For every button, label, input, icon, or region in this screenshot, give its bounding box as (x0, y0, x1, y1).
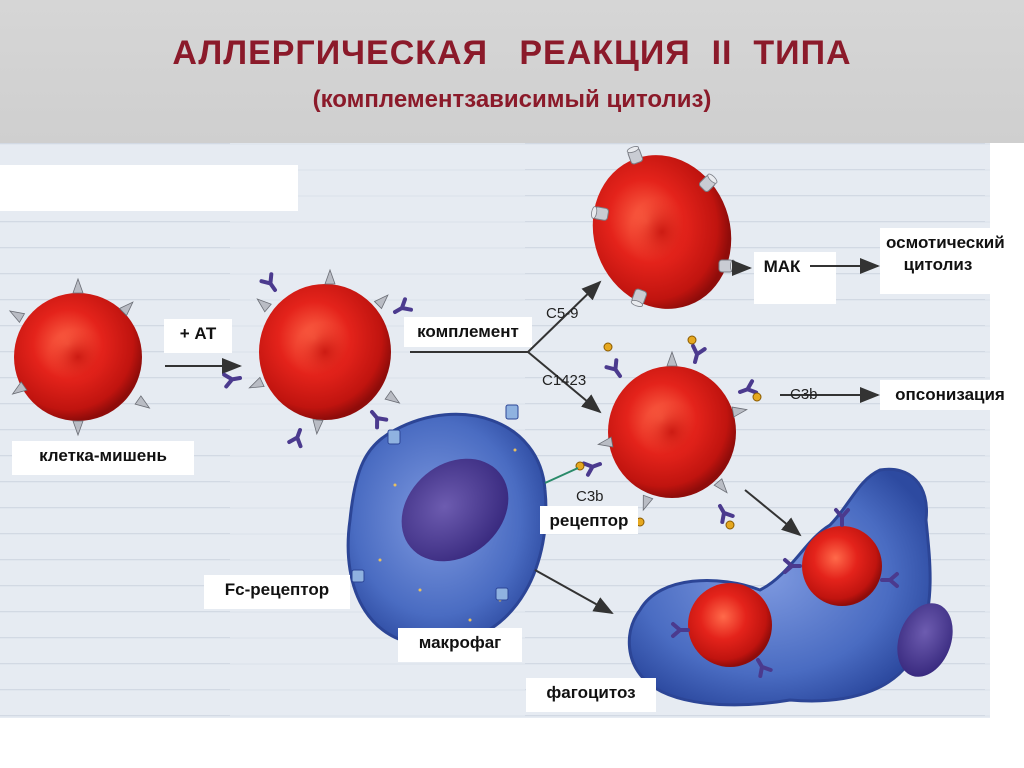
label-mak: МАК (754, 252, 810, 280)
complement-arrows (410, 280, 602, 414)
page-subtitle: (комплементзависимый цитолиз) (312, 86, 712, 113)
label-phagocytosis: фагоцитоз (526, 678, 656, 712)
antibody-coated-cell (222, 269, 413, 449)
header-band: АЛЛЕРГИЧЕСКАЯ РЕАКЦИЯ II ТИПА (комплемен… (0, 0, 1024, 143)
page-title: АЛЛЕРГИЧЕСКАЯ РЕАКЦИЯ II ТИПА (172, 34, 852, 72)
label-fc-receptor: Fc-рецептор (204, 575, 350, 609)
fc-receptor-shape (387, 429, 401, 445)
arrow-to-phagocytosis-1 (744, 489, 802, 537)
label-opsonization: опсонизация (880, 380, 1020, 410)
label-plus-at: + АТ (164, 319, 232, 353)
scan-column-left (0, 143, 230, 718)
label-complement: комплемент (404, 317, 532, 347)
label-c3b-lower: C3b (576, 488, 604, 505)
target-cell (6, 278, 153, 436)
label-receptor: рецептор (540, 506, 638, 534)
label-c3b-right: C3b (790, 386, 818, 403)
label-osmotic-cytolysis: осмотический цитолиз (880, 228, 1005, 294)
label-c1423: C1423 (542, 372, 587, 389)
label-target-cell: клетка-мишень (12, 441, 194, 475)
opsonized-cell (575, 335, 762, 530)
label-macrophage: макрофаг (398, 628, 522, 662)
phagocytosing-macrophage (627, 467, 953, 707)
label-c5-9: C5-9 (546, 305, 579, 322)
macrophage-cell (346, 404, 548, 647)
white-patch (0, 165, 298, 211)
receptor-link (544, 467, 579, 484)
mac-lysed-cell (590, 144, 736, 309)
arrow-to-phagocytosis-2 (534, 569, 614, 614)
